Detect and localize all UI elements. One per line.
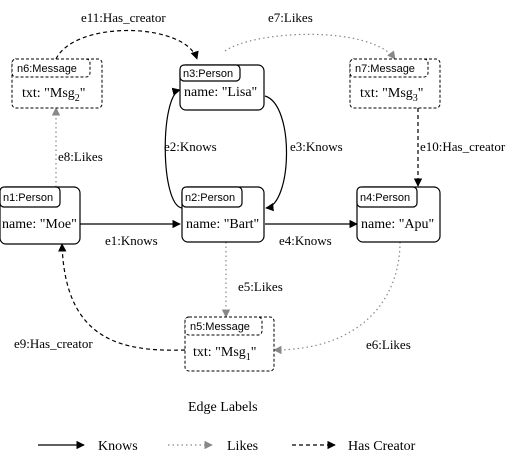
legend-item-label: Has Creator	[348, 439, 416, 454]
edge-e7	[224, 33, 396, 60]
edge-e9	[58, 243, 186, 351]
legend: Edge Labels Knows Likes Has Creator	[38, 400, 416, 454]
edge-label-e1: e1:Knows	[105, 233, 158, 248]
node-n6-header: n6:Message	[17, 63, 77, 75]
node-n5-property: txt: "Msg1"	[193, 345, 257, 363]
edge-e3	[264, 95, 288, 212]
node-n7-header: n7:Message	[355, 63, 415, 75]
node-n5-header: n5:Message	[190, 321, 250, 333]
edge-label-e8: e8:Likes	[58, 149, 103, 164]
node-n1: n1:Person name: "Moe"	[0, 186, 81, 245]
edge-label-e10: e10:Has_creator	[420, 139, 506, 154]
edge-e6	[273, 241, 401, 355]
node-n3-header: n3:Person	[183, 68, 233, 80]
edge-label-e5: e5:Likes	[238, 279, 283, 294]
node-n4: n4:Person name: "Apu"	[356, 186, 441, 243]
node-n3-property: name: "Lisa"	[184, 85, 257, 100]
edge-label-e7: e7:Likes	[268, 10, 313, 25]
legend-item-likes: Likes	[168, 439, 258, 454]
node-n7-property: txt: "Msg3"	[360, 86, 424, 104]
node-n5: n5:Message txt: "Msg1"	[184, 316, 275, 372]
legend-item-label: Knows	[98, 439, 138, 454]
edge-label-e4: e4:Knows	[279, 233, 332, 248]
node-n1-header: n1:Person	[3, 192, 53, 204]
node-n4-header: n4:Person	[360, 192, 410, 204]
node-n2: n2:Person name: "Bart"	[181, 186, 265, 243]
edge-label-e3: e3:Knows	[290, 139, 343, 154]
node-n2-header: n2:Person	[185, 192, 235, 204]
legend-item-has-creator: Has Creator	[292, 439, 416, 454]
edge-label-e2: e2:Knows	[164, 139, 217, 154]
node-n4-property: name: "Apu"	[361, 217, 434, 232]
node-n7: n7:Message txt: "Msg3"	[349, 58, 441, 109]
legend-item-knows: Knows	[38, 439, 138, 454]
edge-e11	[55, 29, 199, 60]
node-n6-property: txt: "Msg2"	[22, 86, 86, 104]
node-n1-property: name: "Moe"	[2, 217, 77, 232]
edge-label-e11: e11:Has_creator	[81, 10, 166, 25]
edge-e2	[164, 87, 183, 209]
node-n2-property: name: "Bart"	[186, 217, 259, 232]
legend-title: Edge Labels	[188, 400, 258, 415]
edge-label-e9: e9:Has_creator	[14, 336, 93, 351]
legend-item-label: Likes	[227, 439, 258, 454]
node-n3: n3:Person name: "Lisa"	[179, 64, 265, 111]
edge-label-e6: e6:Likes	[366, 337, 411, 352]
node-n6: n6:Message txt: "Msg2"	[11, 58, 103, 109]
